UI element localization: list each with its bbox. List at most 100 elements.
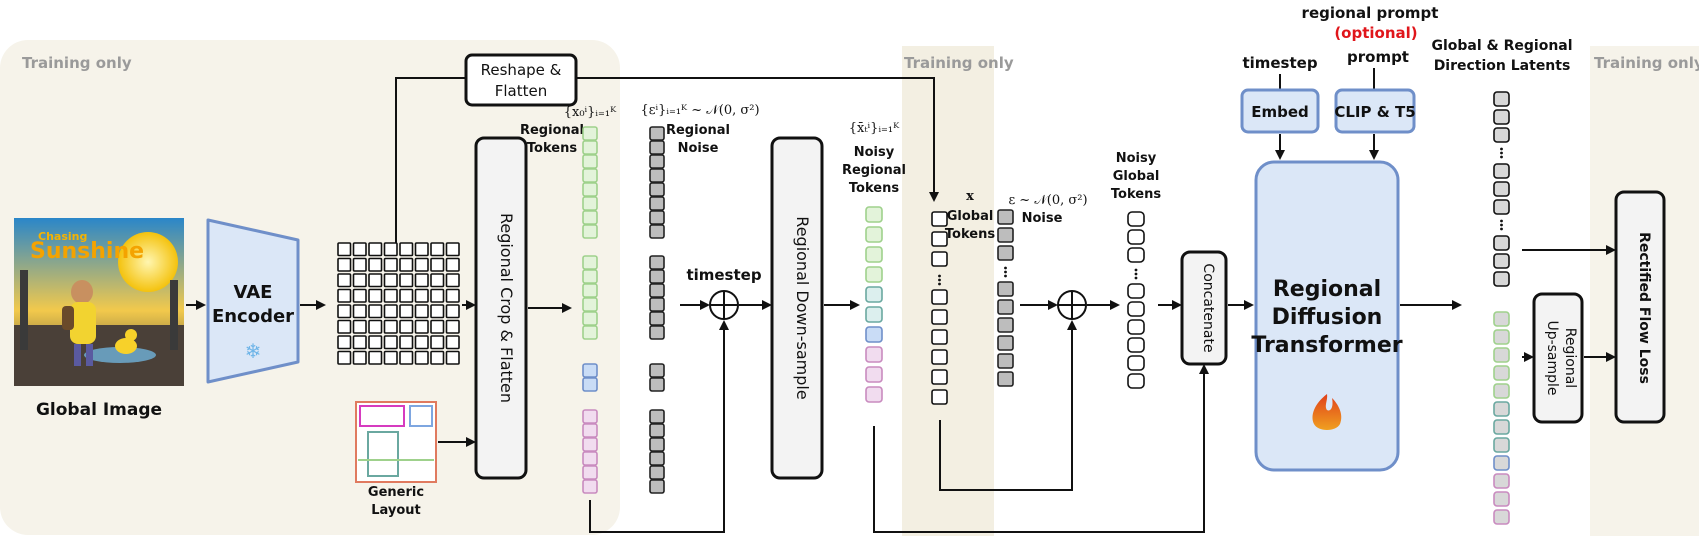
grid-cell: [430, 242, 445, 257]
grid-cell: [414, 350, 429, 365]
grid-cell: [399, 273, 414, 288]
regional-token: [582, 168, 598, 183]
svg-text:Direction Latents: Direction Latents: [1434, 58, 1571, 74]
svg-text:Flatten: Flatten: [495, 82, 548, 100]
ellipsis-dot: [1004, 266, 1007, 270]
svg-text:Noisy: Noisy: [854, 145, 895, 160]
regional-token: [582, 297, 598, 312]
global-latent: [1493, 127, 1510, 143]
grid-cell: [383, 273, 398, 288]
noise2-math: ε ~ 𝒩(0, σ²): [1008, 193, 1087, 208]
svg-text:CLIP & T5: CLIP & T5: [1334, 103, 1415, 121]
grid-cell: [337, 319, 352, 334]
grid-cell: [430, 350, 445, 365]
regional-latent: [1493, 347, 1510, 363]
global-latent: [1493, 235, 1510, 251]
noisy-global-token: [1127, 301, 1145, 317]
grid-cell: [383, 319, 398, 334]
regional-token: [582, 269, 598, 284]
noisy-regional-token: [865, 346, 883, 363]
svg-text:Regional: Regional: [1273, 277, 1381, 302]
noise-token: [649, 210, 665, 225]
svg-text:Tokens: Tokens: [1111, 187, 1161, 202]
noise-token: [649, 154, 665, 169]
image-title-small: Chasing: [38, 230, 87, 243]
noise-token: [997, 209, 1014, 225]
image-title: Sunshine: [30, 239, 144, 264]
grid-cell: [445, 350, 460, 365]
noise-token: [649, 283, 665, 298]
add-operator-2: [1057, 290, 1087, 320]
svg-text:Layout: Layout: [371, 503, 421, 518]
svg-text:Regional: Regional: [666, 123, 730, 138]
svg-text:Global: Global: [947, 209, 994, 224]
noise-token: [649, 363, 665, 378]
noisy-regional-token: [865, 366, 883, 383]
regional-token: [582, 363, 598, 378]
regional-token: [582, 283, 598, 298]
timestep-label: timestep: [686, 266, 761, 284]
regional-latent: [1493, 491, 1510, 507]
global-latent: [1493, 109, 1510, 125]
svg-text:Encoder: Encoder: [212, 306, 294, 327]
svg-text:Diffusion: Diffusion: [1272, 305, 1383, 330]
grid-cell: [352, 257, 367, 272]
noise-token: [649, 311, 665, 326]
regional-token: [582, 423, 598, 438]
regional-token: [582, 437, 598, 452]
svg-text:Rectified Flow Loss: Rectified Flow Loss: [1636, 232, 1652, 384]
svg-text:timestep: timestep: [1242, 54, 1317, 72]
svg-text:Transformer: Transformer: [1251, 333, 1402, 358]
regional-downsample-box: Regional Down-sample: [770, 136, 824, 480]
grid-cell: [383, 304, 398, 319]
regional-token: [582, 154, 598, 169]
noise-token: [649, 423, 665, 438]
grid-cell: [337, 288, 352, 303]
svg-text:Regional: Regional: [1562, 328, 1578, 388]
grid-cell: [368, 335, 383, 350]
noisy-global-token: [1127, 283, 1145, 299]
svg-text:Tokens: Tokens: [945, 227, 995, 242]
regional-token-column: [582, 126, 598, 494]
noisy-regional-token: [865, 266, 883, 283]
ellipsis-dot: [1134, 268, 1138, 272]
noisy-regional-token: [865, 286, 883, 303]
noise-token: [649, 126, 665, 141]
regional-latent: [1493, 509, 1510, 525]
grid-cell: [414, 273, 429, 288]
noise-token: [649, 297, 665, 312]
grid-cell: [430, 257, 445, 272]
global-latent: [1493, 253, 1510, 269]
grid-cell: [337, 335, 352, 350]
regional-noise-math: {εⁱ}ᵢ₌₁ᴷ ~ 𝒩(0, σ²): [640, 103, 759, 118]
regional-token: [582, 311, 598, 326]
grid-cell: [414, 335, 429, 350]
svg-text:Noise: Noise: [1022, 211, 1063, 226]
regional-token: [582, 255, 598, 270]
noise-token: [997, 245, 1014, 261]
global-token: [931, 251, 948, 267]
grid-cell: [352, 335, 367, 350]
direction-latent-column: [1493, 91, 1510, 525]
noisy-global-token: [1127, 211, 1145, 227]
svg-text:Regional: Regional: [520, 123, 584, 138]
regional-token: [582, 140, 598, 155]
svg-text:Regional: Regional: [842, 163, 906, 178]
svg-text:Noise: Noise: [678, 141, 719, 156]
svg-text:Up-sample: Up-sample: [1544, 320, 1560, 395]
noise-token: [649, 465, 665, 480]
noisy-regional-token: [865, 386, 883, 403]
noisy-global-token: [1127, 229, 1145, 245]
grid-cell: [414, 288, 429, 303]
grid-cell: [399, 304, 414, 319]
ellipsis-dot: [1134, 272, 1138, 276]
noisy-regional-token-column: [865, 206, 883, 403]
regional-token: [582, 377, 598, 392]
noise-token: [997, 317, 1014, 333]
noise-token: [649, 196, 665, 211]
ellipsis-dot: [1004, 270, 1007, 274]
sun-icon: [118, 232, 178, 292]
svg-text:prompt: prompt: [1347, 48, 1409, 66]
noisy-global-token: [1127, 337, 1145, 353]
